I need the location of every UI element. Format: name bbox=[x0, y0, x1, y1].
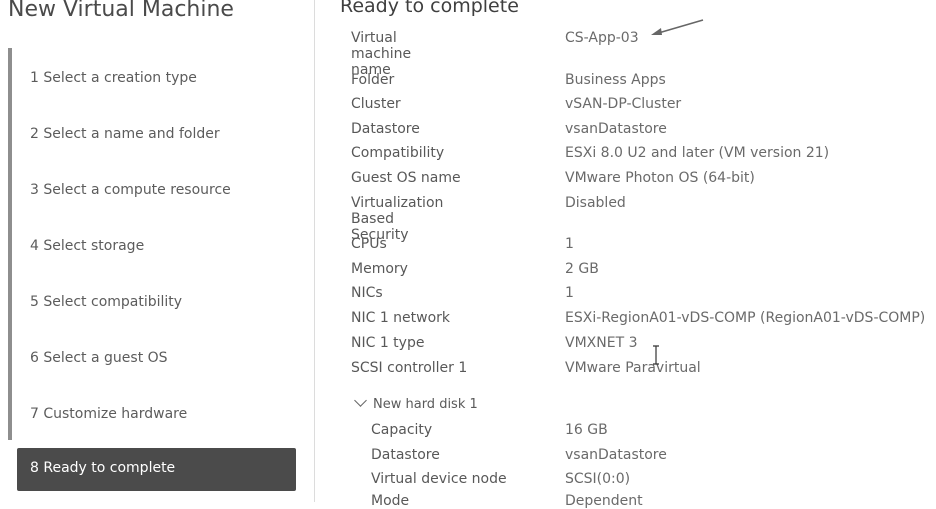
section-title: Ready to complete bbox=[340, 0, 519, 17]
row-label: Capacity bbox=[371, 422, 433, 438]
chevron-down-icon bbox=[354, 394, 367, 407]
row-value: ESXi-RegionA01-vDS-COMP (RegionA01-vDS-C… bbox=[565, 310, 926, 326]
row-label: SCSI controller 1 bbox=[351, 360, 468, 376]
row-value: vsanDatastore bbox=[565, 121, 667, 137]
row-value: Disabled bbox=[565, 195, 626, 211]
row-value: Business Apps bbox=[565, 72, 666, 88]
row-label: Compatibility bbox=[351, 145, 445, 161]
text-cursor-icon bbox=[653, 345, 659, 365]
row-value: 1 bbox=[565, 285, 574, 301]
step-select-compatibility[interactable]: 5 Select compatibility bbox=[30, 294, 183, 310]
annotation-arrow-icon bbox=[651, 19, 704, 35]
step-ready-to-complete[interactable]: 8 Ready to complete bbox=[17, 448, 296, 491]
row-label: Virtual device node bbox=[371, 471, 507, 487]
row-label: Memory bbox=[351, 261, 408, 277]
row-label: NIC 1 network bbox=[351, 310, 451, 326]
row-value: VMware Paravirtual bbox=[565, 360, 701, 376]
row-label: Datastore bbox=[371, 447, 440, 463]
steps-progress-bar bbox=[8, 48, 12, 440]
row-label: NIC 1 type bbox=[351, 335, 425, 351]
row-label: Folder bbox=[351, 72, 395, 88]
row-value: SCSI(0:0) bbox=[565, 471, 631, 487]
row-label: Mode bbox=[371, 493, 410, 509]
row-value: VMXNET 3 bbox=[565, 335, 638, 351]
wizard-title: New Virtual Machine bbox=[8, 0, 234, 22]
row-value: CS-App-03 bbox=[565, 30, 639, 46]
new-hard-disk-toggle[interactable]: New hard disk 1 bbox=[353, 394, 478, 412]
step-select-creation-type[interactable]: 1 Select a creation type bbox=[30, 70, 197, 86]
disk-header-label: New hard disk 1 bbox=[373, 397, 478, 412]
row-label: CPUs bbox=[351, 236, 387, 252]
row-label: NICs bbox=[351, 285, 383, 301]
row-value: 1 bbox=[565, 236, 574, 252]
step-select-name-folder[interactable]: 2 Select a name and folder bbox=[30, 126, 220, 142]
row-value: VMware Photon OS (64-bit) bbox=[565, 170, 755, 186]
wizard-sidebar: New Virtual Machine 1 Select a creation … bbox=[0, 0, 315, 502]
row-label: Virtualization Based Security bbox=[351, 195, 444, 243]
step-customize-hardware[interactable]: 7 Customize hardware bbox=[30, 406, 188, 422]
row-value: Dependent bbox=[565, 493, 643, 509]
row-value: 2 GB bbox=[565, 261, 599, 277]
step-select-compute-resource[interactable]: 3 Select a compute resource bbox=[30, 182, 231, 198]
step-select-guest-os[interactable]: 6 Select a guest OS bbox=[30, 350, 168, 366]
row-label: Virtual machine name bbox=[351, 30, 412, 78]
row-value: vsanDatastore bbox=[565, 447, 667, 463]
row-label: Guest OS name bbox=[351, 170, 461, 186]
row-label: Datastore bbox=[351, 121, 420, 137]
row-value: ESXi 8.0 U2 and later (VM version 21) bbox=[565, 145, 830, 161]
summary-panel: Ready to complete Virtual machine name C… bbox=[315, 0, 936, 509]
row-value: vSAN-DP-Cluster bbox=[565, 96, 682, 112]
step-select-storage[interactable]: 4 Select storage bbox=[30, 238, 145, 254]
row-label: Cluster bbox=[351, 96, 401, 112]
row-value: 16 GB bbox=[565, 422, 608, 438]
